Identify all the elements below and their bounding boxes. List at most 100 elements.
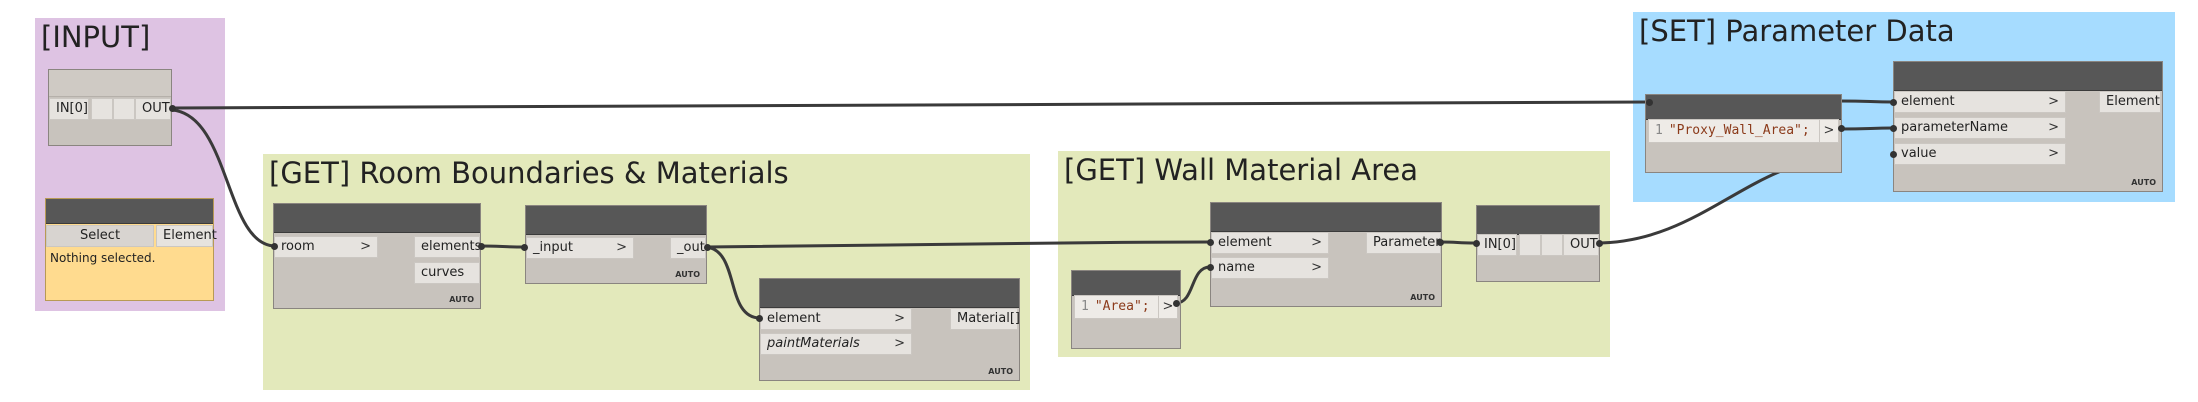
- port-dot: [271, 243, 278, 250]
- port-label: _input: [533, 240, 573, 255]
- chevron-icon: >: [1311, 260, 1322, 275]
- lacing-label: AUTO: [1410, 293, 1435, 302]
- in-port[interactable]: element >: [1211, 232, 1329, 254]
- chevron-icon: >: [2048, 120, 2059, 135]
- wire: [171, 108, 276, 248]
- port-dot: [704, 244, 711, 251]
- node-header[interactable]: [1894, 62, 2162, 91]
- set-parameter-node[interactable]: element > parameterName > value > Elemen…: [1893, 61, 2163, 192]
- in-port[interactable]: _input >: [526, 237, 634, 259]
- port-dot: [1596, 240, 1603, 247]
- port-spacer: [1519, 234, 1541, 256]
- proxy-code-block[interactable]: 1 "Proxy_Wall_Area"; >: [1645, 94, 1842, 173]
- port-dot: [1646, 99, 1653, 106]
- port-dot: [1173, 300, 1180, 307]
- wire: [171, 100, 1650, 110]
- line-number: 1: [1655, 123, 1663, 138]
- out-port[interactable]: OUT: [1563, 234, 1599, 256]
- in-port[interactable]: room >: [274, 236, 378, 258]
- port-label: parameterName: [1901, 120, 2008, 135]
- node-header[interactable]: [274, 204, 480, 233]
- port-spacer: [113, 98, 135, 120]
- in-port[interactable]: value >: [1894, 143, 2066, 165]
- port-label: element: [1901, 94, 1955, 109]
- select-node[interactable]: Select Element Nothing selected.: [45, 198, 217, 301]
- in-port[interactable]: element >: [760, 308, 912, 330]
- port-dot: [1437, 239, 1444, 246]
- port-spacer: [1541, 234, 1563, 256]
- node-header[interactable]: [49, 70, 171, 97]
- port-dot: [1890, 125, 1897, 132]
- chevron-icon: >: [616, 240, 627, 255]
- port-label: name: [1218, 260, 1255, 275]
- out-port[interactable]: Parameter: [1366, 232, 1441, 254]
- wire: [1839, 99, 1894, 104]
- out-port[interactable]: Element: [156, 225, 217, 247]
- lacing-label: AUTO: [2131, 178, 2156, 187]
- code-text: "Proxy_Wall_Area";: [1668, 123, 1810, 138]
- group-title: [GET] Wall Material Area: [1064, 153, 1419, 187]
- in-port[interactable]: name >: [1211, 257, 1329, 279]
- port-dot: [1207, 239, 1214, 246]
- port-label: value: [1901, 146, 1937, 161]
- node-header[interactable]: [1072, 271, 1180, 296]
- chevron-icon: >: [2048, 146, 2059, 161]
- node-header[interactable]: [760, 279, 1019, 308]
- node-header[interactable]: [1646, 95, 1841, 120]
- area-code-block[interactable]: 1"Area"; >: [1071, 270, 1181, 349]
- out-port[interactable]: >: [1819, 120, 1838, 142]
- port-label: paintMaterials: [767, 336, 860, 351]
- chevron-icon: >: [360, 239, 371, 254]
- port-dot: [521, 244, 528, 251]
- code-editor[interactable]: 1 "Proxy_Wall_Area"; >: [1648, 119, 1839, 143]
- out-port[interactable]: >: [1158, 296, 1177, 318]
- out-port[interactable]: Element: [2099, 91, 2161, 113]
- in-port[interactable]: element >: [1894, 91, 2066, 113]
- port-dot: [1890, 151, 1897, 158]
- out-port[interactable]: curves: [414, 262, 480, 284]
- input-passthrough-node[interactable]: _input > _out AUTO: [525, 205, 707, 284]
- chevron-icon: >: [894, 336, 905, 351]
- node-header[interactable]: [46, 199, 213, 224]
- lacing-label: AUTO: [988, 367, 1013, 376]
- material-node[interactable]: element > paintMaterials > Material[] AU…: [759, 278, 1020, 381]
- in-port[interactable]: IN[0]: [1477, 234, 1517, 256]
- chevron-icon: >: [894, 311, 905, 326]
- port-spacer: [91, 98, 113, 120]
- port-dot: [756, 315, 763, 322]
- port-label: room: [281, 239, 315, 254]
- port-label: element: [1218, 235, 1272, 250]
- wire: [1439, 240, 1477, 245]
- port-dot: [169, 105, 176, 112]
- in-port[interactable]: IN[0]: [49, 98, 89, 120]
- port-dot: [1207, 264, 1214, 271]
- wire: [705, 245, 761, 320]
- out-port[interactable]: elements: [414, 236, 481, 258]
- wire: [705, 240, 1211, 249]
- chevron-icon: >: [1311, 235, 1322, 250]
- node-header[interactable]: [1211, 203, 1441, 232]
- group-title: [GET] Room Boundaries & Materials: [269, 156, 789, 190]
- node-header[interactable]: [526, 206, 706, 235]
- line-number: 1: [1081, 299, 1089, 314]
- node-header[interactable]: [1477, 206, 1599, 235]
- lacing-label: AUTO: [675, 270, 700, 279]
- wire: [479, 244, 526, 249]
- select-button[interactable]: Select: [46, 225, 154, 247]
- port-dot: [1890, 99, 1897, 106]
- watch-node-input[interactable]: IN[0] OUT: [48, 69, 172, 146]
- room-boundaries-node[interactable]: room > elements curves AUTO: [273, 203, 481, 309]
- in-port[interactable]: parameterName >: [1894, 117, 2066, 139]
- get-parameter-node[interactable]: element > name > Parameter AUTO: [1210, 202, 1442, 307]
- port-label: element: [767, 311, 821, 326]
- out-port[interactable]: Material[]: [950, 308, 1020, 330]
- out-port[interactable]: OUT: [135, 98, 171, 120]
- watch-node-parameter[interactable]: IN[0] OUT: [1476, 205, 1600, 282]
- in-port[interactable]: paintMaterials >: [760, 333, 912, 355]
- code-editor[interactable]: 1"Area"; >: [1074, 295, 1178, 319]
- port-dot: [1473, 240, 1480, 247]
- port-dot: [478, 243, 485, 250]
- out-port[interactable]: _out: [670, 237, 706, 259]
- group-title: [SET] Parameter Data: [1639, 14, 1955, 48]
- wire: [1175, 265, 1211, 305]
